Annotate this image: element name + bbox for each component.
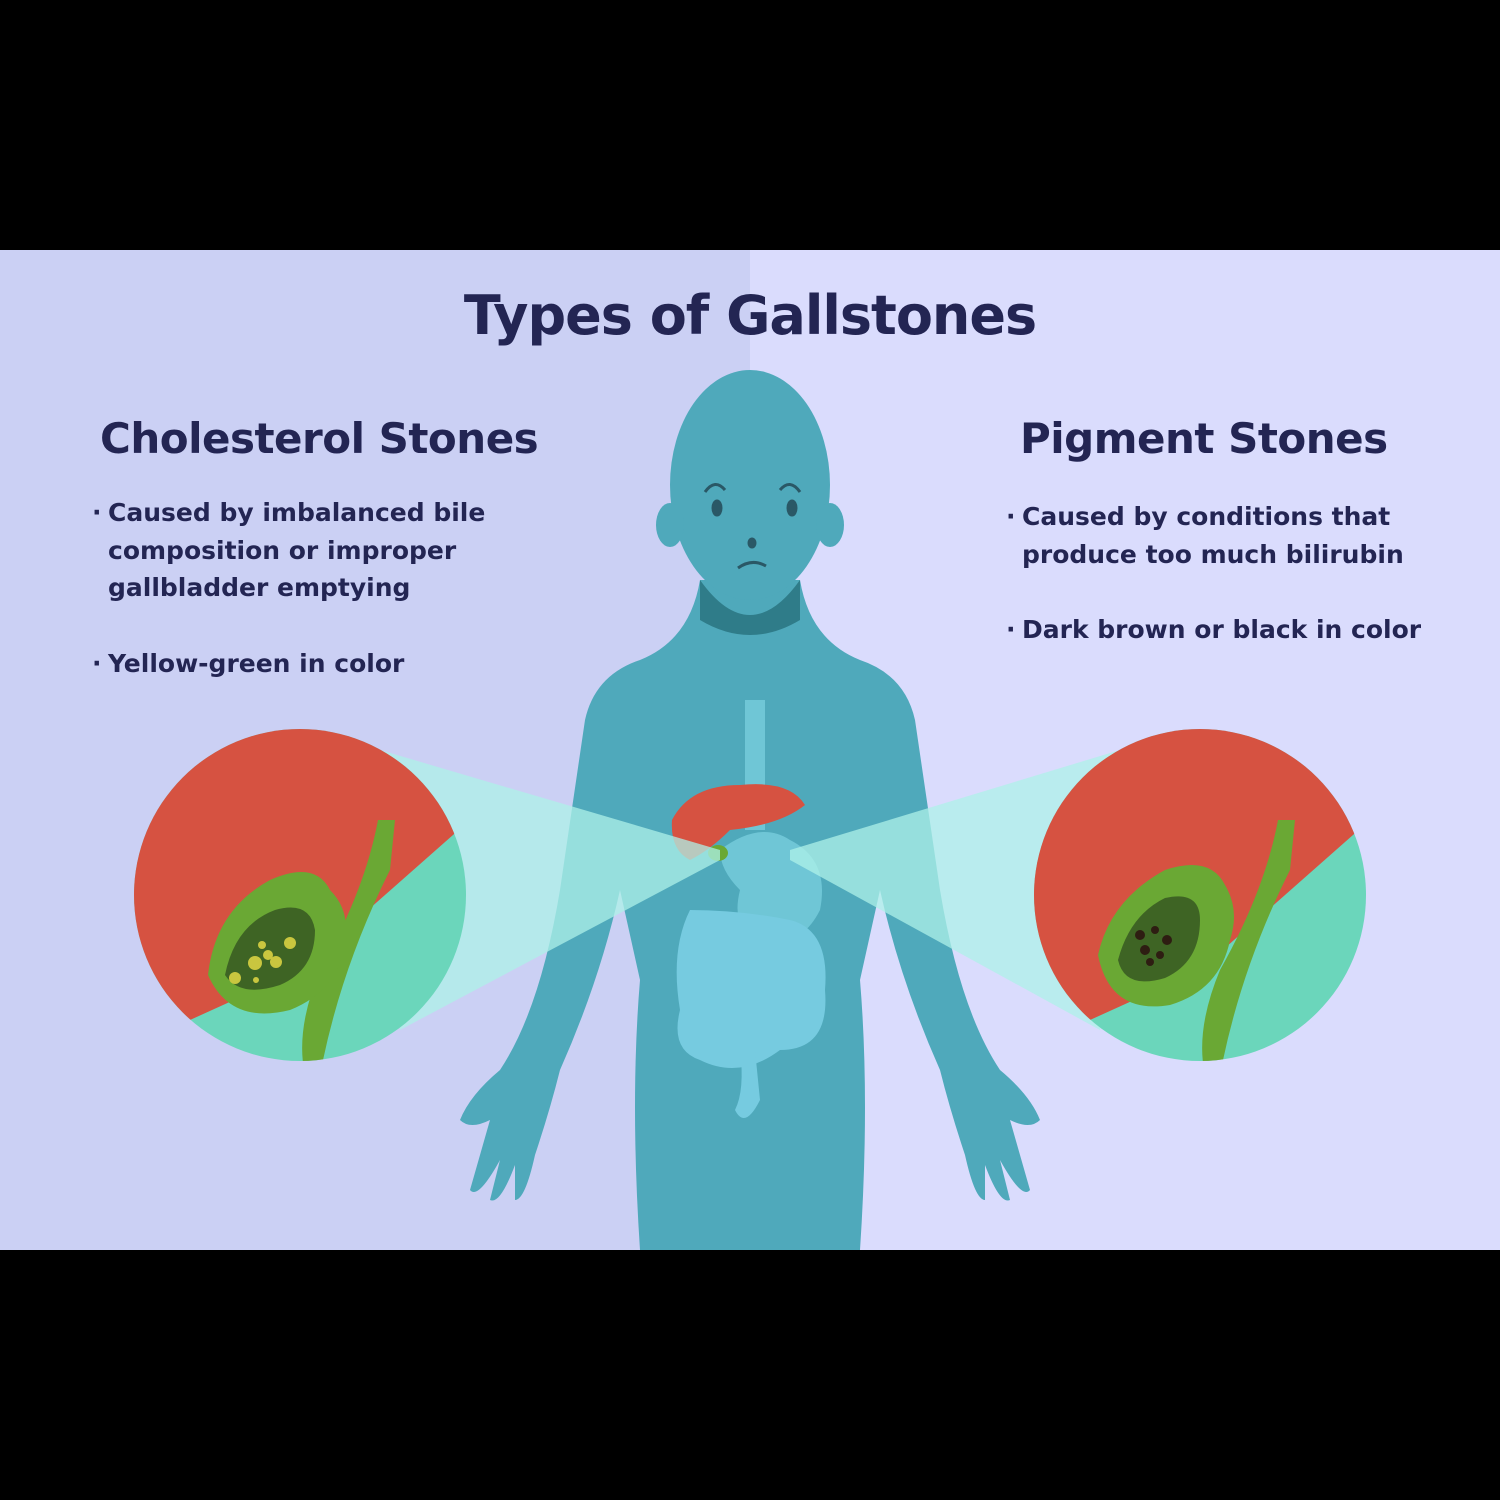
gallbladder-pigment-stones-icon (1034, 729, 1366, 1061)
cholesterol-stones-heading: Cholesterol Stones (100, 414, 539, 463)
list-item: Caused by imbalanced bile composition or… (92, 494, 512, 607)
left-magnify-beam (380, 750, 720, 1030)
cholesterol-stones-list: Caused by imbalanced bile composition or… (92, 494, 512, 720)
gallbladder-cholesterol-stones-icon (134, 729, 466, 1061)
list-item: Yellow-green in color (92, 645, 512, 683)
right-magnify-beam (790, 750, 1120, 1030)
list-item: Dark brown or black in color (1006, 611, 1436, 649)
list-item: Caused by conditions that produce too mu… (1006, 498, 1436, 573)
pigment-stones-heading: Pigment Stones (1020, 414, 1388, 463)
digestive-organs-icon (671, 700, 826, 1118)
infographic-panel: Types of Gallstones Cholesterol Stones P… (0, 250, 1500, 1250)
liver-icon (671, 784, 805, 860)
face-icon (703, 483, 802, 570)
illustration (0, 250, 1500, 1250)
pigment-stones-list: Caused by conditions that produce too mu… (1006, 498, 1436, 687)
page-title: Types of Gallstones (463, 284, 1037, 347)
